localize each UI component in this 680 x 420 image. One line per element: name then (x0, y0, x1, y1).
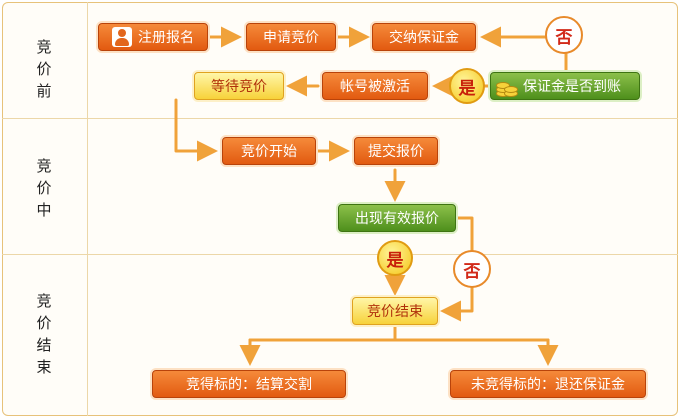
decision-no-valid: 否 (453, 250, 491, 288)
user-icon (112, 27, 132, 47)
arrow-wait-to-start (174, 98, 218, 162)
decision-yes-deposit: 是 (449, 68, 485, 104)
phase-column (2, 2, 88, 416)
phase-label-end: 竞价结束 (36, 292, 52, 376)
phase-label-before: 竞价前 (36, 38, 52, 100)
step-deposit-check-label: 保证金是否到账 (523, 79, 621, 95)
step-valid-bid: 出现有效报价 (338, 204, 456, 232)
step-register-label: 注册报名 (138, 30, 194, 46)
phase-divider (2, 118, 678, 119)
decision-yes-valid: 是 (377, 240, 413, 276)
decision-no-deposit: 否 (545, 16, 583, 54)
outcome-loser: 未竞得标的：退还保证金 (450, 370, 646, 398)
step-wait: 等待竞价 (194, 72, 284, 100)
step-pay-deposit: 交纳保证金 (372, 23, 476, 51)
step-account-activated: 帐号被激活 (322, 72, 428, 100)
step-submit-bid: 提交报价 (354, 137, 438, 165)
step-start: 竞价开始 (222, 137, 316, 165)
step-register: 注册报名 (98, 23, 208, 51)
step-end: 竞价结束 (352, 297, 438, 325)
outcome-winner: 竞得标的：结算交割 (152, 370, 346, 398)
step-deposit-check: 保证金是否到账 (490, 72, 640, 100)
phase-divider (2, 254, 678, 255)
coins-icon (495, 76, 518, 98)
phase-label-during: 竞价中 (36, 157, 52, 219)
step-apply: 申请竞价 (246, 23, 336, 51)
